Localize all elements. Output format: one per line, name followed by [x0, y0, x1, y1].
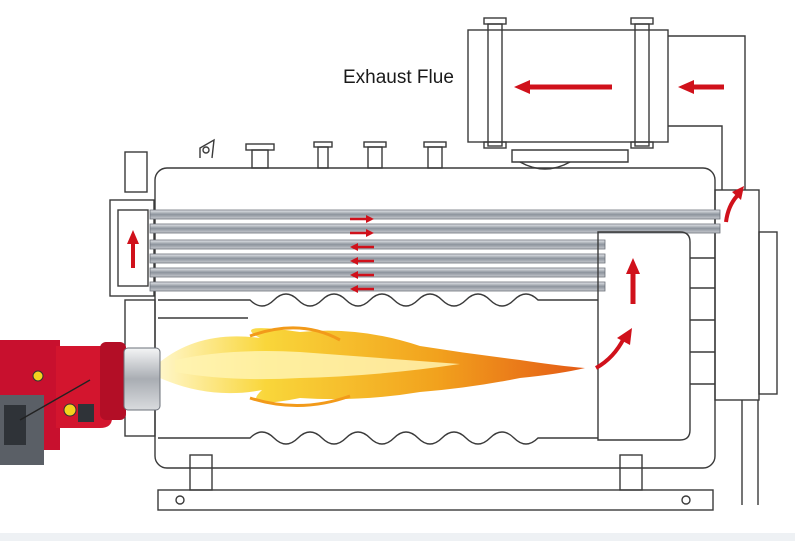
bottom-strip	[0, 533, 795, 541]
flue-foot-right	[631, 142, 653, 148]
fire-tube-5	[150, 268, 605, 277]
burner-neck	[100, 342, 126, 420]
rear-duct-arrow	[726, 186, 744, 222]
flue-cap-right	[631, 18, 653, 24]
nozzle-4	[428, 147, 442, 168]
shell-rear-plate	[715, 190, 759, 400]
fire-tube-3	[150, 240, 605, 249]
nozzle-3-flange	[364, 142, 386, 147]
flue-flange-left	[488, 24, 502, 146]
furnace-corrugation-bottom	[158, 432, 598, 444]
nozzle-1-flange	[246, 144, 274, 150]
flue-support	[512, 150, 628, 162]
reversing-chamber	[598, 232, 690, 440]
burner-motor	[78, 404, 94, 422]
fire-tube-1	[150, 210, 720, 219]
flue-foot-left	[484, 142, 506, 148]
nozzle-3	[368, 147, 382, 168]
base-bolt-left	[176, 496, 184, 504]
base-frame	[158, 490, 713, 510]
chamber-up-arrow	[626, 258, 640, 304]
exhaust-flue-label: Exhaust Flue	[343, 67, 454, 89]
flue-duct-inner	[668, 126, 722, 190]
fire-tube-6	[150, 282, 605, 291]
smoke-box-arrow	[127, 230, 139, 268]
furnace-corrugation-top	[158, 294, 598, 306]
nozzle-2	[318, 147, 328, 168]
nozzle-1	[252, 150, 268, 168]
boiler-shell	[125, 140, 777, 510]
burner	[0, 340, 160, 465]
base-leg-left	[190, 455, 212, 490]
nozzle-2-flange	[314, 142, 332, 147]
shell-front-top-plate	[125, 152, 147, 192]
flame-turn-arrow	[596, 328, 632, 368]
lifting-lug-hole	[203, 147, 209, 153]
exhaust-flue	[468, 18, 745, 190]
burner-panel	[4, 405, 26, 445]
burner-valve-2	[64, 404, 76, 416]
nozzle-4-flange	[424, 142, 446, 147]
burner-valve-1	[33, 371, 43, 381]
flue-cap-left	[484, 18, 506, 24]
flame	[160, 328, 585, 406]
flue-arrow-right	[678, 80, 724, 94]
burner-nozzle	[124, 348, 160, 410]
base-bolt-right	[682, 496, 690, 504]
lifting-lug	[200, 140, 214, 158]
flue-arrow-left	[514, 80, 612, 94]
base-leg-right	[620, 455, 642, 490]
flue-flange-right	[635, 24, 649, 146]
flue-duct-outer	[668, 36, 745, 190]
shell-rear-cap	[759, 232, 777, 394]
fire-tube-4	[150, 254, 605, 263]
